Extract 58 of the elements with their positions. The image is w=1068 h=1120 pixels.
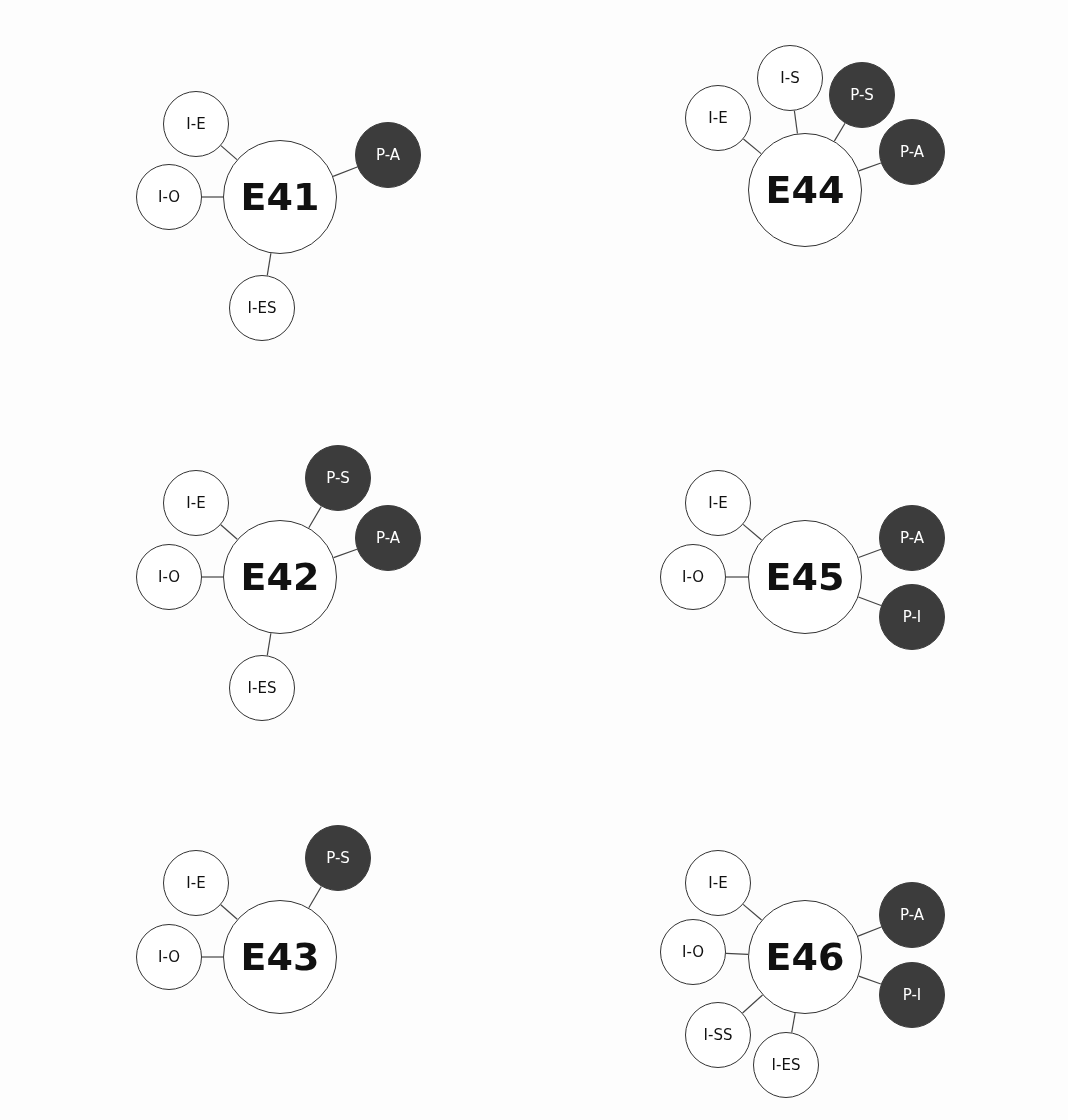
- attribute-circle: P-S: [305, 825, 371, 891]
- attribute-circle: P-A: [879, 119, 945, 185]
- connector-line: [308, 505, 322, 529]
- connector-line: [220, 524, 238, 540]
- entity-circle: E42: [223, 520, 337, 634]
- connector-line: [266, 632, 272, 657]
- attribute-circle: P-A: [355, 122, 421, 188]
- attribute-circle: I-SS: [685, 1002, 751, 1068]
- connector-line: [725, 576, 749, 578]
- attribute-circle: I-E: [163, 850, 229, 916]
- entity-circle: E44: [748, 133, 862, 247]
- connector-line: [793, 110, 799, 135]
- attribute-circle: P-A: [355, 505, 421, 571]
- entity-circle: E45: [748, 520, 862, 634]
- connector-line: [332, 166, 358, 177]
- connector-line: [742, 523, 763, 541]
- connector-line: [725, 952, 749, 956]
- connector-line: [858, 975, 882, 985]
- entity-circle: E43: [223, 900, 337, 1014]
- attribute-circle: I-O: [136, 544, 202, 610]
- attribute-circle: I-ES: [229, 275, 295, 341]
- attribute-circle: P-A: [879, 505, 945, 571]
- connector-line: [201, 956, 224, 958]
- connector-line: [266, 252, 272, 277]
- attribute-circle: P-S: [829, 62, 895, 128]
- attribute-circle: I-O: [136, 164, 202, 230]
- attribute-circle: I-S: [757, 45, 823, 111]
- connector-line: [333, 548, 358, 559]
- attribute-circle: P-I: [879, 962, 945, 1028]
- attribute-circle: P-S: [305, 445, 371, 511]
- attribute-circle: I-ES: [229, 655, 295, 721]
- connector-line: [791, 1012, 796, 1034]
- connector-line: [857, 926, 882, 937]
- entity-circle: E41: [223, 140, 337, 254]
- attribute-circle: I-E: [163, 91, 229, 157]
- attribute-circle: I-O: [660, 919, 726, 985]
- attribute-circle: I-ES: [753, 1032, 819, 1098]
- attribute-circle: I-O: [660, 544, 726, 610]
- entity-circle: E46: [748, 900, 862, 1014]
- connector-line: [201, 196, 224, 198]
- connector-line: [741, 994, 764, 1014]
- connector-line: [858, 162, 882, 172]
- connector-line: [857, 548, 882, 559]
- connector-line: [220, 145, 238, 161]
- attribute-circle: P-I: [879, 584, 945, 650]
- attribute-circle: P-A: [879, 882, 945, 948]
- attribute-circle: I-E: [685, 850, 751, 916]
- connector-line: [308, 885, 322, 909]
- connector-line: [857, 596, 882, 607]
- connector-line: [742, 903, 763, 921]
- attribute-circle: I-E: [163, 470, 229, 536]
- connector-line: [742, 138, 762, 155]
- attribute-circle: I-E: [685, 470, 751, 536]
- attribute-circle: I-O: [136, 924, 202, 990]
- attribute-circle: I-E: [685, 85, 751, 151]
- connector-line: [220, 904, 238, 920]
- connector-line: [833, 122, 846, 142]
- connector-line: [201, 576, 224, 578]
